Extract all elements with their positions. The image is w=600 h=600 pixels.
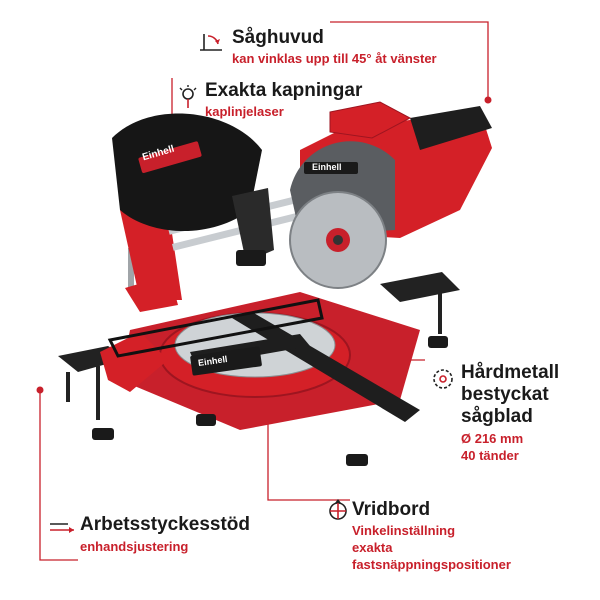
workpiece-support-icon — [48, 516, 76, 543]
turntable-detail-3: fastsnäppningspositioner — [352, 557, 511, 572]
blade-diameter: Ø 216 mm — [461, 431, 524, 446]
turntable-icon — [326, 498, 350, 529]
dot-saw-head — [484, 96, 492, 104]
precise-cuts-subtitle: kaplinjelaser — [205, 104, 284, 119]
dot-workpiece — [36, 386, 44, 394]
leader-saw-head — [330, 21, 489, 100]
precise-cuts-title: Exakta kapningar — [205, 80, 363, 101]
right-extension — [380, 272, 460, 334]
turntable-detail-1: Vinkelinställning — [352, 523, 456, 538]
dust-bag — [112, 113, 262, 232]
turntable-title: Vridbord — [352, 499, 431, 520]
workpiece-support-subtitle: enhandsjustering — [80, 539, 189, 554]
blade-title-1: Hårdmetall — [461, 362, 560, 383]
left-extension — [58, 332, 168, 420]
saw-head-title: Såghuvud — [232, 27, 324, 48]
handle — [232, 188, 274, 266]
leader-workpiece — [39, 390, 78, 561]
turntable-detail-2: exakta — [352, 540, 393, 555]
workpiece-support-title: Arbetsstyckesstöd — [80, 514, 251, 535]
motor-brand-label: Einhell — [312, 162, 342, 172]
blade-teeth: 40 tänder — [461, 448, 519, 463]
saw-head-subtitle: kan vinklas upp till 45° åt vänster — [232, 51, 437, 66]
tilt-icon — [198, 30, 224, 59]
saw-blade-assembly — [289, 141, 395, 289]
blade-title-3: sågblad — [461, 406, 533, 427]
laser-icon — [176, 84, 200, 115]
blade-title-2: bestyckat — [461, 384, 549, 405]
saw-blade-icon — [430, 366, 456, 397]
fence — [107, 298, 324, 358]
